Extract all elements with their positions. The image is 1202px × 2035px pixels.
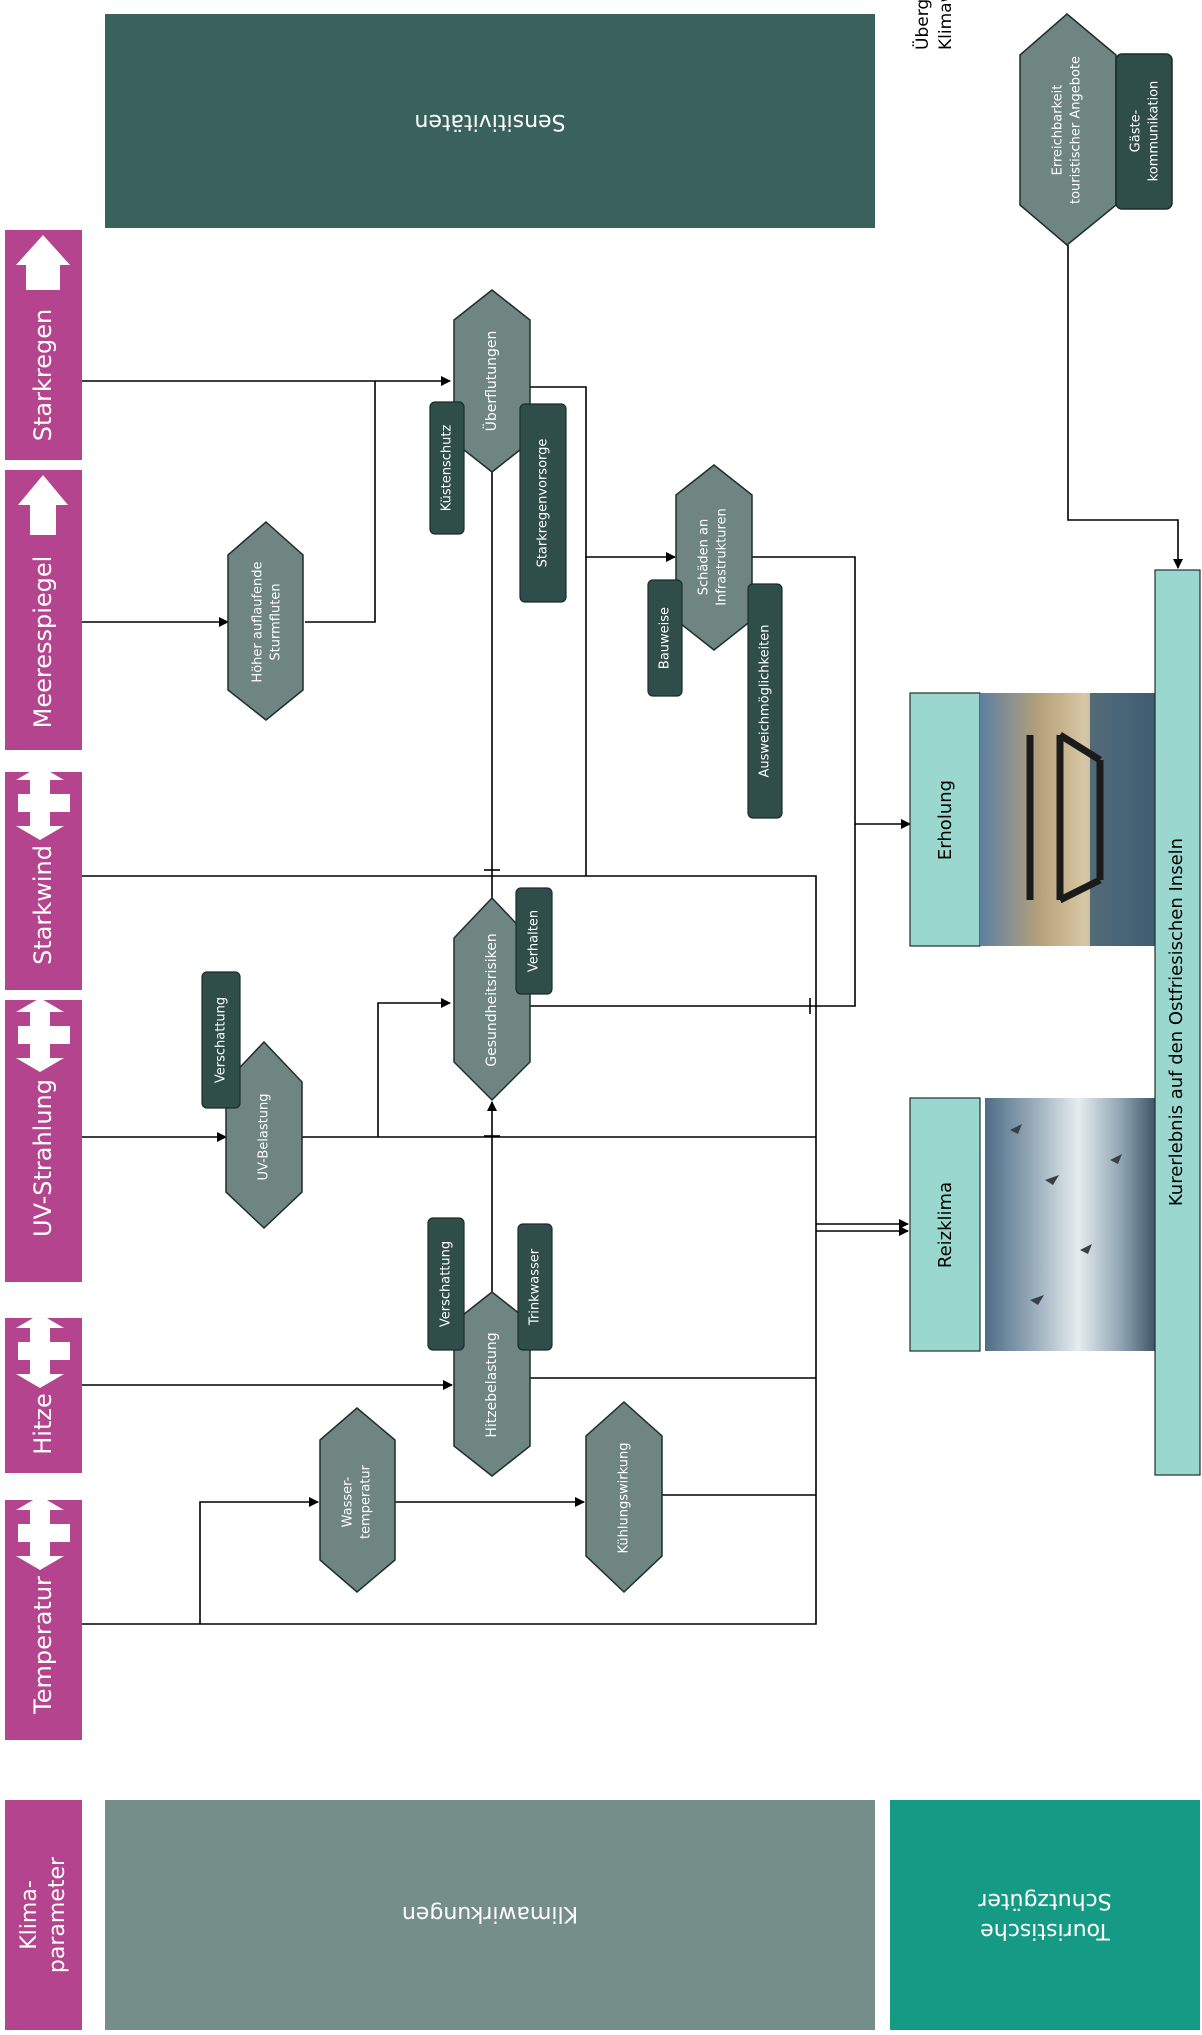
- svg-text:Hitzebelastung: Hitzebelastung: [484, 1332, 500, 1437]
- node-wassertemperatur: Wasser- temperatur: [319, 1407, 396, 1593]
- node-schaeden: Schäden an Infrastrukturen: [675, 464, 753, 651]
- svg-text:Starkwind: Starkwind: [29, 845, 57, 965]
- svg-text:Infrastrukturen: Infrastrukturen: [715, 508, 730, 606]
- reizklima-photo: [985, 1098, 1155, 1351]
- param-hitze: Hitze: [5, 1314, 82, 1473]
- node-gesundheitsrisiken: Gesundheitsrisiken: [453, 896, 531, 1102]
- overarching-title: Übergreifende Klimawirkung: [911, 0, 956, 50]
- node-ueberflutungen: Überflutungen: [453, 289, 531, 473]
- svg-text:Verschattung: Verschattung: [439, 1241, 454, 1327]
- sens-trinkwasser: Trinkwasser: [517, 1223, 553, 1351]
- svg-text:Wasser-: Wasser-: [341, 1476, 356, 1527]
- good-erholung: Erholung: [909, 692, 981, 947]
- legend-klimawirkungen: Klimawirkungen: [105, 1800, 875, 2030]
- svg-text:Höher auflaufende: Höher auflaufende: [251, 561, 266, 682]
- param-starkwind: Starkwind: [5, 766, 82, 990]
- svg-text:Erholung: Erholung: [935, 780, 956, 860]
- svg-text:Sturmfluten: Sturmfluten: [269, 583, 284, 660]
- sens-verschattung-hitze: Verschattung: [427, 1217, 465, 1351]
- sens-kuestenschutz: Küstenschutz: [429, 401, 465, 535]
- legend-klimaparameter: Klima- parameter: [5, 1800, 82, 2030]
- svg-text:Starkregenvorsorge: Starkregenvorsorge: [536, 439, 551, 568]
- svg-text:Temperatur: Temperatur: [29, 1576, 57, 1715]
- good-reizklima: Reizklima: [909, 1097, 981, 1352]
- param-temperatur: Temperatur: [5, 1496, 82, 1740]
- guest-communication-box: Gäste- kommunikation: [1115, 53, 1173, 210]
- connectors: [82, 245, 1183, 1625]
- svg-text:Übergreifende: Übergreifende: [911, 0, 933, 50]
- svg-text:Gäste-: Gäste-: [1129, 109, 1144, 152]
- param-uv-strahlung: UV-Strahlung: [5, 998, 82, 1282]
- good-kurerlebnis: Kurerlebnis auf den Ostfriesischen Insel…: [1154, 569, 1201, 1476]
- sens-ausweichmoeglichkeiten: Ausweichmöglichkeiten: [747, 583, 783, 819]
- svg-text:Kühlungswirkung: Kühlungswirkung: [617, 1443, 632, 1554]
- svg-text:Bauweise: Bauweise: [658, 607, 673, 669]
- svg-text:Erreichbarkeit: Erreichbarkeit: [1051, 85, 1066, 176]
- svg-text:Trinkwasser: Trinkwasser: [528, 1248, 543, 1326]
- svg-text:Schutzgüter: Schutzgüter: [977, 1888, 1111, 1913]
- svg-text:UV-Strahlung: UV-Strahlung: [29, 1079, 57, 1237]
- svg-text:temperatur: temperatur: [359, 1464, 374, 1539]
- svg-text:Hitze: Hitze: [29, 1393, 57, 1455]
- sensitivities-banner: [105, 14, 875, 228]
- svg-text:kommunikation: kommunikation: [1147, 81, 1162, 182]
- svg-text:Schäden an: Schäden an: [697, 519, 712, 595]
- svg-text:Meeresspiegel: Meeresspiegel: [29, 556, 57, 729]
- node-uv-belastung: UV-Belastung: [225, 1040, 303, 1230]
- svg-text:touristischer Angebote: touristischer Angebote: [1069, 56, 1084, 204]
- svg-text:Gesundheitsrisiken: Gesundheitsrisiken: [484, 933, 500, 1066]
- legend-schutzgueter: Touristische Schutzgüter: [890, 1800, 1200, 2030]
- sens-verhalten: Verhalten: [515, 887, 553, 995]
- node-hitzebelastung: Hitzebelastung: [453, 1291, 531, 1477]
- svg-text:Klimawirkungen: Klimawirkungen: [402, 1901, 578, 1926]
- svg-text:Klima-: Klima-: [17, 1880, 42, 1950]
- erholung-photo: [980, 693, 1155, 946]
- node-kuehlungswirkung: Kühlungswirkung: [585, 1400, 663, 1594]
- param-starkregen: Starkregen: [5, 230, 82, 460]
- svg-text:parameter: parameter: [45, 1856, 70, 1973]
- svg-text:Ausweichmöglichkeiten: Ausweichmöglichkeiten: [758, 624, 773, 777]
- reachability-node: Erreichbarkeit touristischer Angebote: [1019, 13, 1117, 246]
- sensitivities-title: Sensitivitäten: [414, 109, 565, 134]
- svg-text:Reizklima: Reizklima: [935, 1182, 956, 1268]
- svg-text:Klimawirkung: Klimawirkung: [936, 0, 956, 50]
- sens-bauweise: Bauweise: [647, 579, 683, 697]
- sens-starkregenvorsorge: Starkregenvorsorge: [519, 403, 567, 603]
- svg-text:Küstenschutz: Küstenschutz: [440, 425, 455, 512]
- svg-text:Starkregen: Starkregen: [29, 309, 57, 441]
- svg-text:UV-Belastung: UV-Belastung: [257, 1094, 272, 1181]
- svg-text:Überflutungen: Überflutungen: [482, 331, 500, 432]
- node-sturmfluten: Höher auflaufende Sturmfluten: [227, 521, 304, 721]
- sens-verschattung-uv: Verschattung: [201, 971, 241, 1109]
- svg-text:Kurerlebnis auf den Ostfriesis: Kurerlebnis auf den Ostfriesischen Insel…: [1166, 838, 1187, 1206]
- param-meeresspiegel: Meeresspiegel: [5, 470, 82, 750]
- svg-text:Verhalten: Verhalten: [527, 910, 542, 972]
- svg-text:Verschattung: Verschattung: [214, 997, 229, 1083]
- svg-text:Touristische: Touristische: [980, 1918, 1111, 1943]
